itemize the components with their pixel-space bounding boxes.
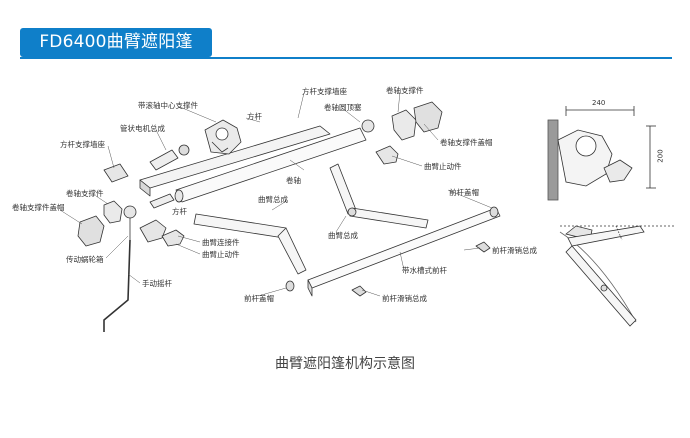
arm-assembly-left-part [193, 213, 307, 275]
dimension-width: 240 [592, 99, 606, 107]
dimension-height: 200 [656, 149, 665, 163]
title-underline [20, 57, 672, 59]
roller-support-cap-left-part [77, 215, 105, 247]
hand-crank-part [103, 239, 131, 332]
label-arm-stop-right: 曲臂止动件 [424, 162, 462, 171]
roller-tube-part [174, 127, 367, 203]
label-worm-gearbox: 传动蜗轮箱 [66, 255, 104, 264]
roller-support-cap-right-part [413, 101, 443, 133]
title-badge [20, 28, 212, 57]
label-arm-connector: 曲臂连接件 [202, 238, 240, 247]
tube-motor-part [149, 144, 190, 171]
leader-lines [59, 91, 493, 297]
label-hand-crank: 手动摇杆 [142, 279, 172, 288]
arm-stop-part [375, 145, 399, 165]
arm-assembly-center-part [329, 163, 429, 229]
page-title: FD6400曲臂遮阳篷 [39, 32, 193, 52]
label-front-bar-slide-bottom: 前杆滑销总成 [382, 294, 427, 303]
front-bar-part [307, 207, 501, 297]
arm-connector-part [139, 219, 185, 247]
roller-plug-part [361, 119, 375, 133]
left-wall-base-part [103, 163, 129, 183]
square-bar-part [139, 125, 331, 197]
front-bar-cap-parts [285, 206, 499, 297]
label-square-bar-wall-base: 方杆支撑墙座 [60, 140, 105, 149]
label-front-bar-cap-top: 前杆盖帽 [449, 188, 479, 197]
diagram-caption: 曲臂遮阳篷机构示意图 [275, 356, 415, 372]
label-square-bar-small: 方杆 [172, 207, 187, 216]
side-profile-view [547, 106, 656, 201]
label-roller-support-right: 卷轴支撑件 [386, 86, 424, 95]
label-roller-center-bracket: 带滚轴中心支撑件 [138, 101, 198, 110]
roller-center-bracket-part [204, 119, 242, 155]
label-roller: 卷轴 [286, 176, 301, 185]
label-roller-plug: 卷轴圆顶塞 [324, 103, 362, 112]
label-tube-motor: 管状电机总成 [120, 124, 165, 133]
label-roller-support-left: 卷轴支撑件 [66, 189, 104, 198]
small-square-bar-part [149, 193, 175, 209]
label-square-bar-support-base: 方杆支撑墙座 [302, 87, 347, 96]
label-square-bar: 方杆 [247, 112, 262, 121]
label-front-bar-cap-bottom: 前杆盖帽 [244, 294, 274, 303]
label-arm-assembly-left: 曲臂总成 [258, 195, 288, 204]
label-front-bar-slide-right: 前杆滑销总成 [492, 246, 537, 255]
roller-support-right-part [391, 109, 417, 141]
worm-gearbox-part [123, 205, 137, 240]
label-arm-stop-lower: 曲臂止动件 [202, 250, 240, 259]
roller-support-left-part [103, 200, 123, 224]
angle-arm-view [559, 225, 676, 327]
label-roller-support-cap-right: 卷轴支撑件盖帽 [440, 138, 493, 147]
label-arm-assembly-center: 曲臂总成 [328, 231, 358, 240]
label-front-bar-with-gutter: 带水槽式前杆 [402, 266, 447, 275]
label-roller-support-cap-left: 卷轴支撑件盖帽 [12, 203, 65, 212]
